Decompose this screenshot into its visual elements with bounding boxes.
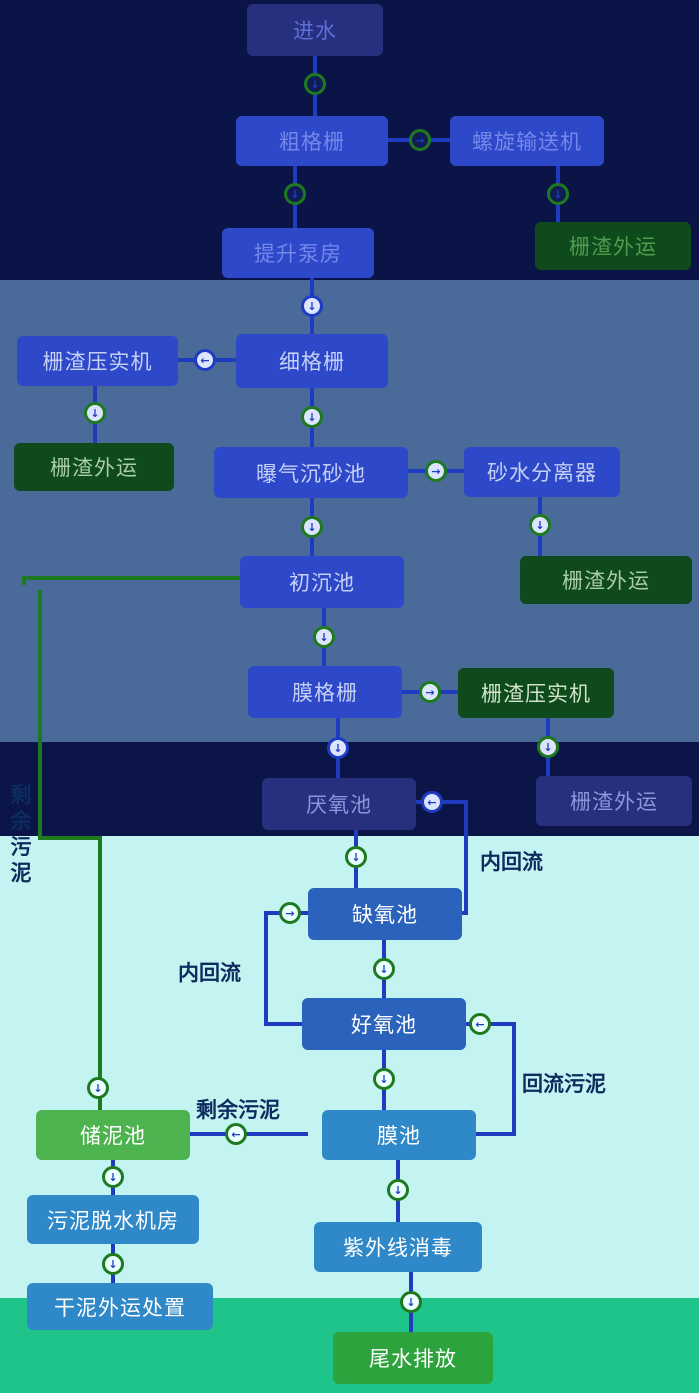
fine-screen-node: 细格栅	[236, 334, 388, 388]
screenings-press-node-2: 栅渣压实机	[458, 668, 614, 718]
arrow-in-circle-icon: ↓	[537, 736, 559, 758]
inlet-node: 进水	[247, 4, 383, 56]
arrow-in-circle-icon: ↓	[345, 846, 367, 868]
aerobic-tank-node: 好氧池	[302, 998, 466, 1050]
arrow-in-circle-icon: →	[419, 681, 441, 703]
arrow-in-circle-icon: ←	[225, 1123, 247, 1145]
arrow-in-circle-icon: ↓	[87, 1077, 109, 1099]
arrow-in-circle-icon: ↓	[102, 1253, 124, 1275]
primary-clarifier-node: 初沉池	[240, 556, 404, 608]
arrow-in-circle-icon: ↓	[327, 737, 349, 759]
arrow-in-circle-icon: ↓	[529, 514, 551, 536]
screenings-out-node-1: 栅渣外运	[535, 222, 691, 270]
screw-conveyor-node: 螺旋输送机	[450, 116, 604, 166]
arrow-in-circle-icon: ↓	[304, 73, 326, 95]
arrow-in-circle-icon: ↓	[84, 402, 106, 424]
arrow-in-circle-icon: ↓	[313, 626, 335, 648]
coarse-screen-node: 粗格栅	[236, 116, 388, 166]
arrow-in-circle-icon: ↓	[301, 406, 323, 428]
arrow-in-circle-icon: ←	[421, 791, 443, 813]
internal-recycle-label-2: 内回流	[178, 961, 241, 985]
arrow-in-circle-icon: →	[279, 902, 301, 924]
arrow-in-circle-icon: ↓	[547, 183, 569, 205]
sand-water-separator-node: 砂水分离器	[464, 447, 620, 497]
excess-sludge-label: 剩余污泥	[196, 1098, 280, 1122]
membrane-screen-node: 膜格栅	[248, 666, 402, 718]
membrane-tank-node: 膜池	[322, 1110, 476, 1160]
uv-disinfection-node: 紫外线消毒	[314, 1222, 482, 1272]
effluent-discharge-node: 尾水排放	[333, 1332, 493, 1384]
arrow-in-circle-icon: ↓	[373, 1068, 395, 1090]
lift-pump-house-node: 提升泵房	[222, 228, 374, 278]
sludge-dewatering-house-node: 污泥脱水机房	[27, 1195, 199, 1244]
dry-sludge-disposal-node: 干泥外运处置	[27, 1283, 213, 1330]
screenings-out-node-3: 栅渣外运	[520, 556, 692, 604]
screenings-out-node-2: 栅渣外运	[14, 443, 174, 491]
internal-recycle-label-1: 内回流	[480, 850, 543, 874]
anaerobic-tank-node: 厌氧池	[262, 778, 416, 830]
sludge-storage-tank-node: 储泥池	[36, 1110, 190, 1160]
arrow-in-circle-icon: →	[425, 460, 447, 482]
arrow-in-circle-icon: ↓	[301, 516, 323, 538]
arrow-in-circle-icon: ↓	[400, 1291, 422, 1313]
arrow-in-circle-icon: ↓	[301, 295, 323, 317]
screenings-out-node-4: 栅渣外运	[536, 776, 692, 826]
anoxic-tank-node: 缺氧池	[308, 888, 462, 940]
arrow-in-circle-icon: ↓	[373, 958, 395, 980]
arrow-in-circle-icon: →	[409, 129, 431, 151]
arrow-in-circle-icon: ↓	[284, 183, 306, 205]
aerated-grit-tank-node: 曝气沉砂池	[214, 447, 408, 498]
excess-sludge-vertical-label: 剩余污泥	[10, 783, 32, 885]
return-sludge-label: 回流污泥	[522, 1072, 606, 1096]
arrow-in-circle-icon: ↓	[102, 1166, 124, 1188]
arrow-in-circle-icon: ←	[469, 1013, 491, 1035]
arrow-in-circle-icon: ↓	[387, 1179, 409, 1201]
arrow-in-circle-icon: ←	[194, 349, 216, 371]
screenings-press-node-1: 栅渣压实机	[17, 336, 178, 386]
